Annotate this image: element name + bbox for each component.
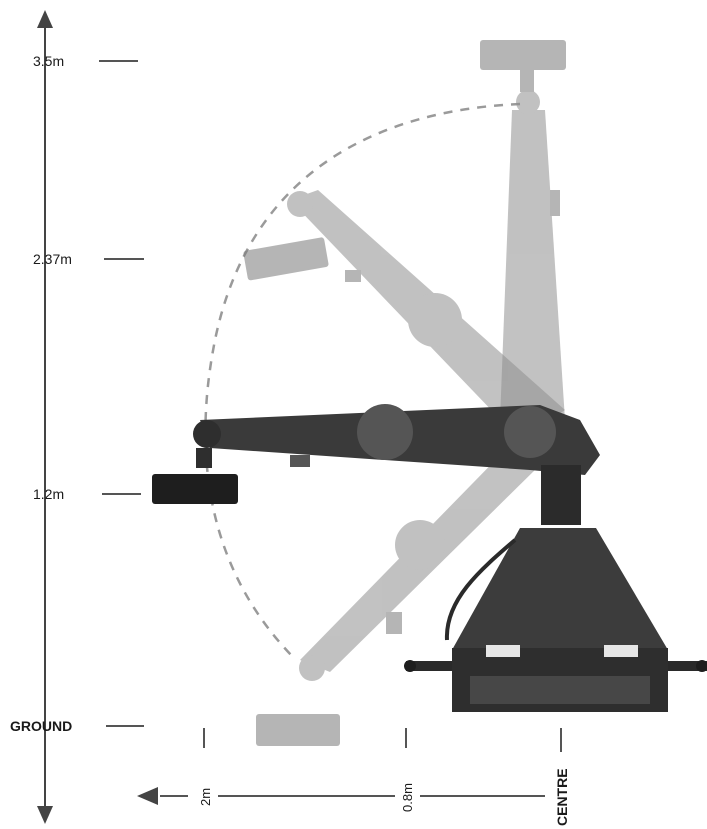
left-adjuster-icon bbox=[406, 661, 452, 671]
robot-base bbox=[404, 528, 707, 712]
arm-pose-horizontal bbox=[152, 404, 600, 525]
height-label-2-37m: 2.37m bbox=[33, 251, 72, 267]
left-arrow-icon bbox=[137, 787, 158, 805]
vertical-axis bbox=[37, 10, 53, 824]
distance-label-0-8m: 0.8m bbox=[400, 783, 415, 812]
ground-label: GROUND bbox=[10, 718, 72, 734]
centre-label: CENTRE bbox=[554, 768, 570, 826]
reach-arc bbox=[204, 102, 521, 657]
height-label-3-5m: 3.5m bbox=[33, 53, 64, 69]
arm-pose-vertical bbox=[480, 40, 566, 420]
distance-label-2m: 2m bbox=[198, 788, 213, 806]
arm-pose-diagonal-lower bbox=[256, 440, 540, 746]
height-label-1-2m: 1.2m bbox=[33, 486, 64, 502]
horizontal-axis bbox=[160, 728, 562, 797]
camera-icon bbox=[152, 474, 238, 504]
arm-pose-diagonal-upper bbox=[243, 190, 565, 440]
height-ticks bbox=[99, 60, 144, 727]
right-adjuster-icon bbox=[668, 661, 707, 671]
